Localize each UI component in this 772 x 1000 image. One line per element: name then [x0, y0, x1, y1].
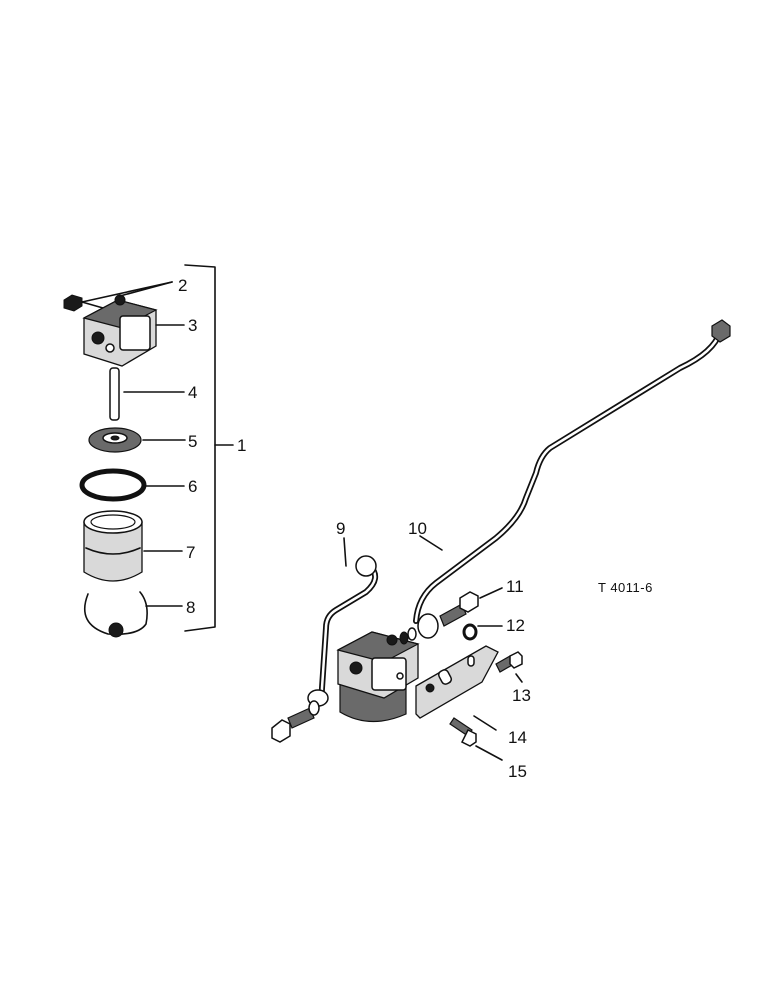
label-8: 8	[186, 598, 195, 617]
label-2: 2	[178, 276, 187, 295]
leader-lines-left	[81, 281, 186, 607]
filter-assembly-exploded	[63, 264, 234, 638]
part-clamp-8	[83, 591, 148, 638]
part-washer-12	[462, 623, 478, 641]
part-filter-head-3	[82, 294, 158, 367]
part-fuel-pipe-10	[413, 319, 731, 624]
label-12: 12	[506, 616, 525, 635]
leader-lines-right	[343, 535, 523, 761]
label-9: 9	[336, 519, 345, 538]
part-tube-4	[109, 367, 120, 421]
callout-labels: 1 2 3 4 5 6 7 8 9 10 11 12 13 14 15 T 40…	[178, 276, 653, 781]
label-6: 6	[188, 477, 197, 496]
part-banjo-joint-right	[399, 613, 439, 645]
part-bolt-15	[449, 717, 477, 747]
label-13: 13	[512, 686, 531, 705]
part-banjo-bolt-left	[271, 700, 320, 743]
label-3: 3	[188, 316, 197, 335]
label-15: 15	[508, 762, 527, 781]
installed-assembly	[271, 319, 731, 761]
label-4: 4	[188, 383, 197, 402]
part-filter-body	[336, 631, 420, 723]
label-7: 7	[186, 543, 195, 562]
part-bowl-7	[83, 510, 143, 582]
label-5: 5	[188, 432, 197, 451]
label-10: 10	[408, 519, 427, 538]
label-1: 1	[237, 436, 246, 455]
part-banjo-bolt-11	[439, 591, 479, 627]
part-fuel-pipe-9	[307, 555, 379, 711]
part-bracket-14	[415, 645, 499, 719]
reference-code: T 4011-6	[598, 580, 653, 595]
assembly-bracket	[184, 264, 234, 632]
part-sealing-ring-6	[79, 468, 147, 502]
label-14: 14	[508, 728, 527, 747]
label-11: 11	[506, 577, 524, 596]
part-element-5	[88, 427, 142, 453]
part-bolt-13	[495, 651, 523, 673]
